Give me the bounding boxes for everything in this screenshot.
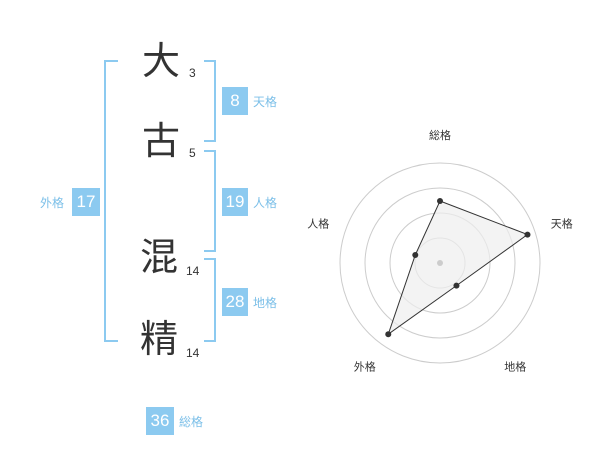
radar-point (437, 198, 443, 204)
chikaku-label: 地格 (253, 296, 278, 310)
gaikaku-value: 17 (72, 188, 100, 216)
radar-area (387, 200, 529, 336)
radar-point (453, 282, 460, 289)
name-char-2: 古 (142, 119, 181, 163)
jinkaku-bracket (204, 150, 216, 252)
jinkaku-label: 人格 (253, 196, 278, 210)
name-char-1: 大 (142, 39, 181, 83)
radar-axis-label: 人格 (307, 216, 329, 230)
tenkaku-value: 8 (222, 87, 248, 115)
stroke-count-3: 14 (186, 264, 200, 278)
soukaku-value: 36 (146, 407, 174, 435)
stroke-count-2: 5 (189, 146, 196, 160)
tenkaku-label: 天格 (253, 95, 278, 109)
radar-axis-label: 総格 (429, 128, 451, 142)
radar-ring (364, 187, 516, 339)
gaikaku-bracket (104, 60, 118, 342)
radar-axis-label: 外格 (354, 360, 376, 374)
radar-ring (339, 162, 541, 364)
tenkaku-bracket (204, 60, 216, 142)
stroke-count-1: 3 (189, 66, 196, 80)
soukaku-label: 総格 (179, 415, 204, 429)
radar-center (437, 260, 443, 266)
gaikaku-label: 外格 (40, 196, 65, 210)
radar-axis-label: 地格 (504, 360, 526, 374)
radar-point (412, 251, 419, 258)
stroke-count-4: 14 (186, 346, 200, 360)
radar-axis-label: 天格 (551, 216, 573, 230)
name-char-3: 混 (140, 235, 179, 279)
radar-point (385, 331, 392, 338)
chikaku-bracket (204, 258, 216, 342)
radar-points (385, 198, 531, 338)
jinkaku-value: 19 (222, 188, 248, 216)
name-char-4: 精 (140, 317, 179, 361)
radar-point (524, 231, 531, 238)
chikaku-value: 28 (222, 288, 248, 316)
